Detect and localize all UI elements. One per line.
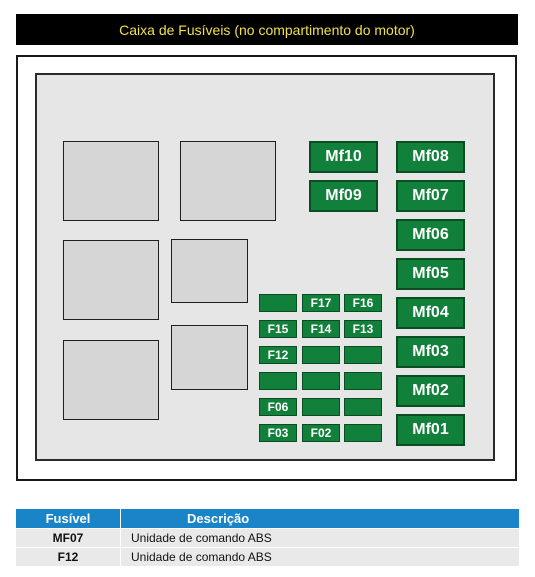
maxi-fuse-mf06: Mf06 [396,219,465,251]
fuse-f16: F16 [344,294,382,312]
fuse-slot [302,372,340,390]
table-row: MF07 Unidade de comando ABS [16,528,519,547]
fuse-f15: F15 [259,320,297,338]
fuse-f02: F02 [302,424,340,442]
fuse-cell: MF07 [52,531,84,545]
fuse-table: Fusível Descrição MF07 Unidade de comand… [16,509,519,566]
maxi-fuse-mf07: Mf07 [396,180,465,212]
description-cell: Unidade de comando ABS [120,548,519,566]
fuse-slot [259,372,297,390]
fuse-slot [302,346,340,364]
maxi-fuse-mf01: Mf01 [396,414,465,446]
table-header: Fusível Descrição [16,509,519,528]
maxi-fuse-mf03: Mf03 [396,336,465,368]
fuse-slot [344,346,382,364]
relay-block [63,141,159,221]
fuse-f03: F03 [259,424,297,442]
relay-block [180,141,276,221]
description-cell: Unidade de comando ABS [120,529,519,547]
fuse-slot [344,372,382,390]
relay-block [63,340,159,420]
fuse-f17: F17 [302,294,340,312]
fuse-slot [259,294,297,312]
fuse-box-panel: Mf10 Mf08 Mf09 Mf07 Mf06 Mf05 Mf04 Mf03 … [35,73,495,461]
maxi-fuse-mf04: Mf04 [396,297,465,329]
relay-block [171,325,248,390]
fuse-f13: F13 [344,320,382,338]
fuse-f06: F06 [259,398,297,416]
column-header-fuse: Fusível [45,511,91,526]
relay-block [63,240,159,320]
fuse-cell: F12 [57,550,79,564]
fuse-box-diagram: Mf10 Mf08 Mf09 Mf07 Mf06 Mf05 Mf04 Mf03 … [16,55,517,481]
relay-block [171,239,248,303]
column-header-description: Descrição [120,509,519,528]
maxi-fuse-mf02: Mf02 [396,375,465,407]
maxi-fuse-mf10: Mf10 [309,141,378,173]
fuse-f14: F14 [302,320,340,338]
fuse-slot [344,398,382,416]
maxi-fuse-mf05: Mf05 [396,258,465,290]
maxi-fuse-mf08: Mf08 [396,141,465,173]
maxi-fuse-mf09: Mf09 [309,180,378,212]
fuse-slot [302,398,340,416]
page-title: Caixa de Fusíveis (no compartimento do m… [16,14,518,45]
fuse-slot [344,424,382,442]
table-row: F12 Unidade de comando ABS [16,547,519,566]
fuse-f12: F12 [259,346,297,364]
